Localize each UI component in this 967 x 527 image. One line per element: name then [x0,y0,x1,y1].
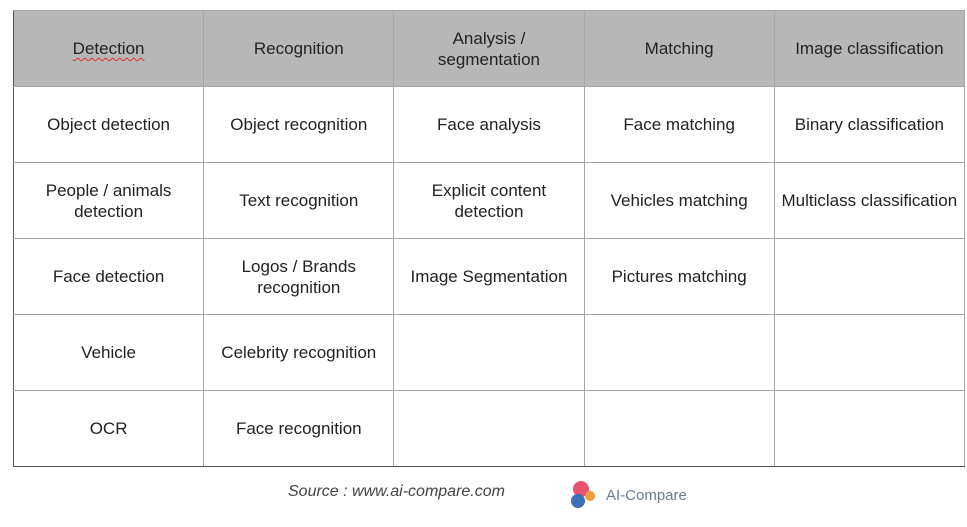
logo-text: AI-Compare [606,486,687,504]
table-cell: Explicit content detection [393,162,585,239]
table-cell: Celebrity recognition [203,314,395,391]
table-cell: Vehicle [12,314,205,391]
logo-dot-orange [585,491,595,501]
table-cell: Face matching [583,86,775,163]
table-cell: Pictures matching [583,238,775,315]
table-cell [773,314,966,391]
footer: Source : www.ai-compare.com AI-Compare [0,480,967,510]
table-cell: Text recognition [203,162,395,239]
table-cell [773,390,966,467]
header-detection: Detection [12,10,205,87]
table-cell: People / animals detection [12,162,205,239]
header-image-classification: Image classification [773,10,966,87]
header-detection-text: Detection [72,39,145,58]
table-cell [583,314,775,391]
table-row: Object detection Object recognition Face… [12,86,966,163]
ai-compare-logo-icon [570,481,598,509]
header-analysis: Analysis / segmentation [393,10,585,87]
table-row: People / animals detection Text recognit… [12,162,966,239]
table-cell: Face detection [12,238,205,315]
header-matching: Matching [583,10,775,87]
table-cell: Binary classification [773,86,966,163]
table-cell [393,390,585,467]
table-cell: Object detection [12,86,205,163]
table-cell: Logos / Brands recognition [203,238,395,315]
table-cell: Object recognition [203,86,395,163]
source-caption: Source : www.ai-compare.com [288,483,505,500]
table-row: Vehicle Celebrity recognition [12,314,966,391]
table-cell [393,314,585,391]
logo-dot-blue [571,494,585,508]
table-cell: Vehicles matching [583,162,775,239]
table-row: Face detection Logos / Brands recognitio… [12,238,966,315]
table-row: OCR Face recognition [12,390,966,467]
ai-capabilities-table: Detection Recognition Analysis / segment… [12,10,966,467]
table-cell [583,390,775,467]
table-cell: Face analysis [393,86,585,163]
table-cell: Multiclass classification [773,162,966,239]
table-cell [773,238,966,315]
ai-compare-logo: AI-Compare [570,480,730,510]
table-cell: OCR [12,390,205,467]
header-row: Detection Recognition Analysis / segment… [12,10,966,87]
table-cell: Face recognition [203,390,395,467]
header-recognition: Recognition [203,10,395,87]
table-cell: Image Segmentation [393,238,585,315]
